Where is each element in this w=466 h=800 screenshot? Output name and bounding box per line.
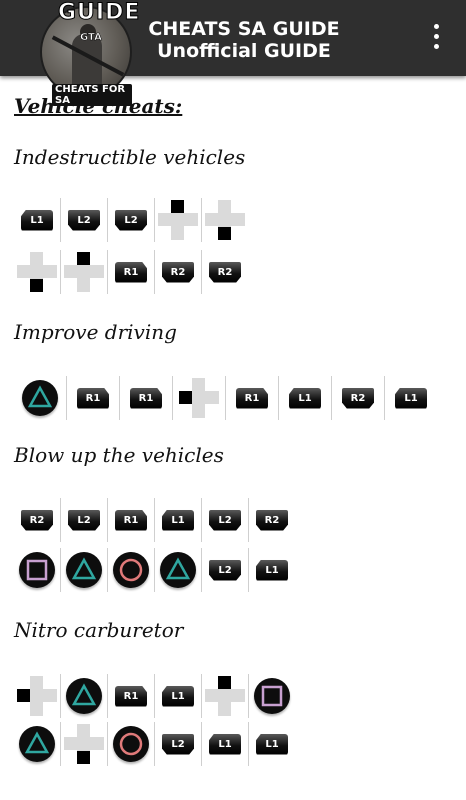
r2-button-icon: R2 [154,250,201,294]
button-row: R2 L2 R1 L1 L2 R2 [14,498,295,542]
shoulder-button-label: R2 [342,387,374,409]
triangle-button-icon [60,674,107,718]
shoulder-button-label: R1 [236,387,268,409]
shoulder-button-label: R1 [77,387,109,409]
l1-button-icon: L1 [154,498,201,542]
shoulder-button-label: R1 [115,509,147,531]
l1-button-icon: L1 [278,376,331,420]
button-row: L2 L1 [14,548,295,592]
shoulder-button-label: R2 [256,509,288,531]
shoulder-button-label: L1 [162,685,194,707]
app-title-line1: CHEATS SA GUIDE [148,18,340,40]
shoulder-button-label: L1 [256,559,288,581]
shoulder-button-label: L1 [289,387,321,409]
app-logo: GUIDE GTA CHEATS FOR SA [36,0,140,106]
l2-button-icon: L2 [201,498,248,542]
shoulder-button-label: R1 [115,261,147,283]
shoulder-button-label: L1 [162,509,194,531]
l2-button-icon: L2 [154,722,201,766]
app-title-line2: Unofficial GUIDE [157,40,331,62]
logo-text-guide: GUIDE [57,0,141,26]
triangle-button-icon [14,376,66,420]
cheat-title: Improve driving [14,320,177,344]
shoulder-button-label: R2 [209,261,241,283]
circle-button-icon [107,722,154,766]
r1-button-icon: R1 [225,376,278,420]
dpad-up-icon [60,250,107,294]
l1-button-icon: L1 [384,376,437,420]
shoulder-button-label: L1 [209,733,241,755]
r2-button-icon: R2 [248,498,295,542]
logo-text-cheats: CHEATS FOR SA [52,84,132,106]
dpad-down-icon [60,722,107,766]
l2-button-icon: L2 [60,198,107,242]
shoulder-button-label: L2 [68,509,100,531]
cheat-title: Blow up the vehicles [14,443,224,467]
r1-button-icon: R1 [107,498,154,542]
l1-button-icon: L1 [248,722,295,766]
shoulder-button-label: L2 [162,733,194,755]
cheat-title: Nitro carburetor [14,618,184,642]
dpad-down-icon [14,250,60,294]
shoulder-button-label: R2 [162,261,194,283]
app-title: CHEATS SA GUIDE Unofficial GUIDE [146,18,342,62]
shoulder-button-label: L2 [115,209,147,231]
dpad-up-icon [154,198,201,242]
l1-button-icon: L1 [14,198,60,242]
logo-disc [40,6,132,98]
l2-button-icon: L2 [201,548,248,592]
shoulder-button-label: L2 [209,509,241,531]
dpad-left-icon [14,674,60,718]
l1-button-icon: L1 [201,722,248,766]
app-bar: GUIDE GTA CHEATS FOR SA CHEATS SA GUIDE … [0,0,466,106]
dpad-left-icon [172,376,225,420]
shoulder-button-label: R2 [21,509,53,531]
r2-button-icon: R2 [201,250,248,294]
shoulder-button-label: L1 [256,733,288,755]
l2-button-icon: L2 [60,498,107,542]
triangle-button-icon [60,548,107,592]
button-row: R1 R1 R1 L1 R2 L1 [14,376,437,420]
button-row: R1 L1 [14,674,295,718]
overflow-menu-icon[interactable] [424,22,448,52]
dpad-up-icon [201,674,248,718]
square-button-icon [248,674,295,718]
shoulder-button-label: L1 [21,209,53,231]
l2-button-icon: L2 [107,198,154,242]
r1-button-icon: R1 [66,376,119,420]
cheat-title: Indestructible vehicles [14,145,246,169]
triangle-button-icon [14,722,60,766]
shoulder-button-label: R1 [130,387,162,409]
shoulder-button-label: L1 [395,387,427,409]
logo-text-gta: GTA [80,32,102,44]
r1-button-icon: R1 [107,674,154,718]
l1-button-icon: L1 [248,548,295,592]
r1-button-icon: R1 [119,376,172,420]
shoulder-button-label: L2 [209,559,241,581]
shoulder-button-label: R1 [115,685,147,707]
button-row: L2 L1 L1 [14,722,295,766]
l1-button-icon: L1 [154,674,201,718]
r1-button-icon: R1 [107,250,154,294]
dpad-down-icon [201,198,248,242]
button-row: L1 L2 L2 [14,198,248,242]
r2-button-icon: R2 [14,498,60,542]
square-button-icon [14,548,60,592]
r2-button-icon: R2 [331,376,384,420]
shoulder-button-label: L2 [68,209,100,231]
button-row: R1 R2 R2 [14,250,248,294]
circle-button-icon [107,548,154,592]
triangle-button-icon [154,548,201,592]
